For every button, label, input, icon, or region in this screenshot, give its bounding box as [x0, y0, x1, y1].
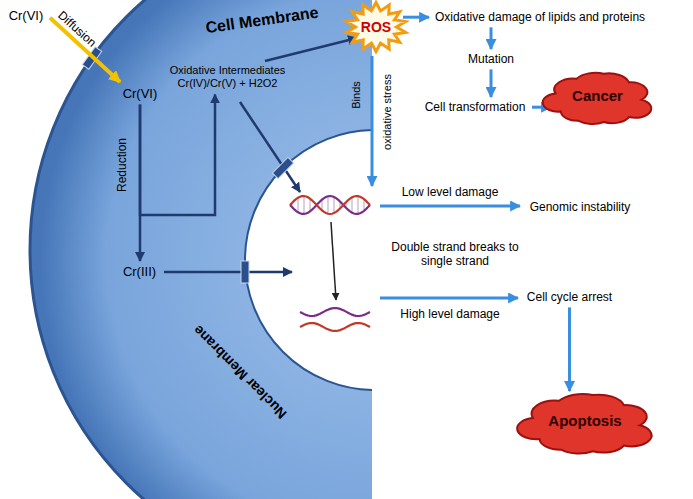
- membrane-channel: [272, 157, 293, 178]
- node-text: Mutation: [467, 52, 515, 66]
- cell-body: [30, 0, 372, 499]
- process-label: Double strand breaks to single strand: [380, 240, 530, 269]
- membrane-label: Cell Membrane: [204, 3, 319, 38]
- step-text: Mutation: [463, 50, 519, 68]
- node-text: Cr(VI): [8, 8, 44, 24]
- pathway-arrow: [265, 38, 357, 61]
- edge-label: Reduction: [115, 138, 129, 192]
- node-text: Cancer: [572, 87, 623, 105]
- node-text: Oxidative damage of lipids and proteins: [434, 10, 646, 24]
- ros-burst: ROS: [345, 2, 407, 52]
- node-text: Cell cycle arrest: [526, 290, 613, 304]
- outcome-arrow: [380, 297, 518, 300]
- membrane-channel: [241, 261, 249, 283]
- pathway-arrow: [490, 69, 493, 97]
- node-text: Cr(IV)/Cr(V) + H2O2: [169, 77, 286, 90]
- damage-arrow: [331, 222, 336, 300]
- node-text: Cell transformation: [424, 100, 526, 114]
- pathway-arrow: [568, 307, 571, 391]
- pathway-arrow: [490, 27, 493, 49]
- node-text: ROS: [361, 19, 391, 36]
- nuclear-membrane-line: [245, 130, 372, 390]
- step-text: Cell transformation: [420, 98, 530, 116]
- pathway-arrow: [164, 271, 292, 274]
- process-label: Low level damage: [402, 185, 499, 199]
- process-label: High level damage: [400, 307, 499, 321]
- step-text: Cell cycle arrest: [522, 288, 617, 306]
- pathway-arrow: [403, 16, 429, 19]
- edge-label: Diffusion: [55, 8, 99, 50]
- pathway-arrow: [140, 94, 215, 215]
- pathway-arrow: [240, 102, 300, 192]
- species-label: Cr(VI): [118, 84, 162, 104]
- node-text: Apoptosis: [548, 412, 621, 430]
- node-text: Oxidative Intermediates: [169, 64, 286, 77]
- node-text: Cr(VI): [122, 86, 158, 102]
- species-label: Cr(VI): [4, 6, 48, 26]
- outcome-cloud: Apoptosis: [520, 385, 650, 457]
- membrane-label: Nuclear Membrane: [190, 322, 290, 422]
- outcome-arrow: [380, 205, 520, 208]
- step-text: Oxidative damage of lipids and proteins: [430, 8, 650, 26]
- dna-helix: [290, 196, 370, 331]
- stress-arrow: [371, 56, 374, 186]
- node-text: Cr(III): [122, 264, 157, 280]
- process-box: Oxidative IntermediatesCr(IV)/Cr(V) + H2…: [165, 62, 290, 92]
- node-text: Genomic instability: [529, 200, 631, 214]
- step-text: Genomic instability: [525, 198, 635, 216]
- species-label: Cr(III): [118, 262, 161, 282]
- process-label: oxidative stress: [381, 74, 394, 150]
- process-label: Binds: [350, 81, 363, 109]
- outcome-cloud: Cancer: [545, 65, 650, 127]
